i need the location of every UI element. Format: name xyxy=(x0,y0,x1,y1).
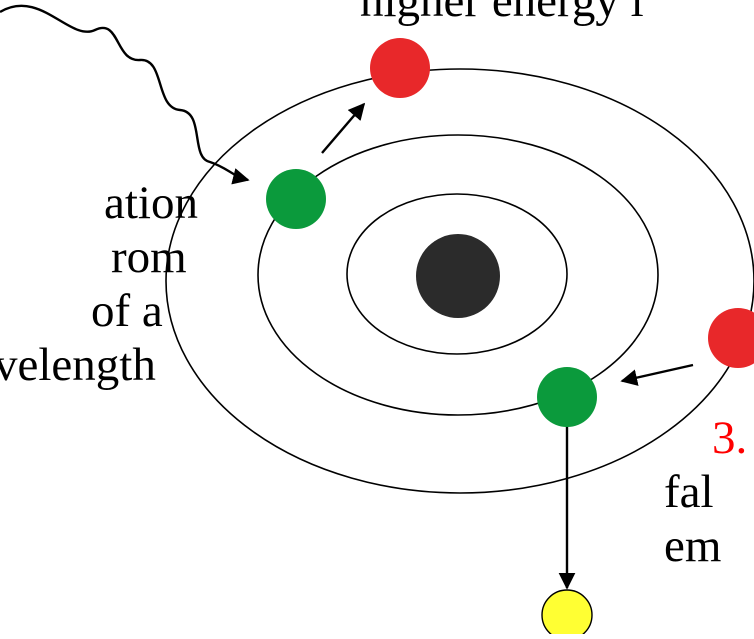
caption-top: higher energy l xyxy=(360,0,644,28)
nucleus xyxy=(416,234,500,318)
caption-right-line-2: em xyxy=(664,519,747,573)
caption-left-line-3: of a xyxy=(0,284,198,338)
electron-ground-bottom xyxy=(537,367,597,427)
caption-left-line-1: ation xyxy=(0,176,198,230)
caption-left-line-4: velength xyxy=(0,338,198,392)
electron-excited-top xyxy=(370,38,430,98)
incoming-photon-icon xyxy=(0,6,248,180)
excitation-arrow-icon xyxy=(322,104,364,153)
electron-excited-right xyxy=(708,308,754,368)
caption-right-line-1: fal xyxy=(664,465,747,519)
emitted-photon xyxy=(542,590,592,634)
fall-arrow-icon xyxy=(622,365,693,381)
step-number: 3. xyxy=(664,411,747,465)
caption-left: ation rom of a velength xyxy=(0,176,198,392)
caption-right: 3. fal em xyxy=(664,411,747,573)
electron-ground-left xyxy=(266,169,326,229)
caption-left-line-2: rom xyxy=(0,230,198,284)
